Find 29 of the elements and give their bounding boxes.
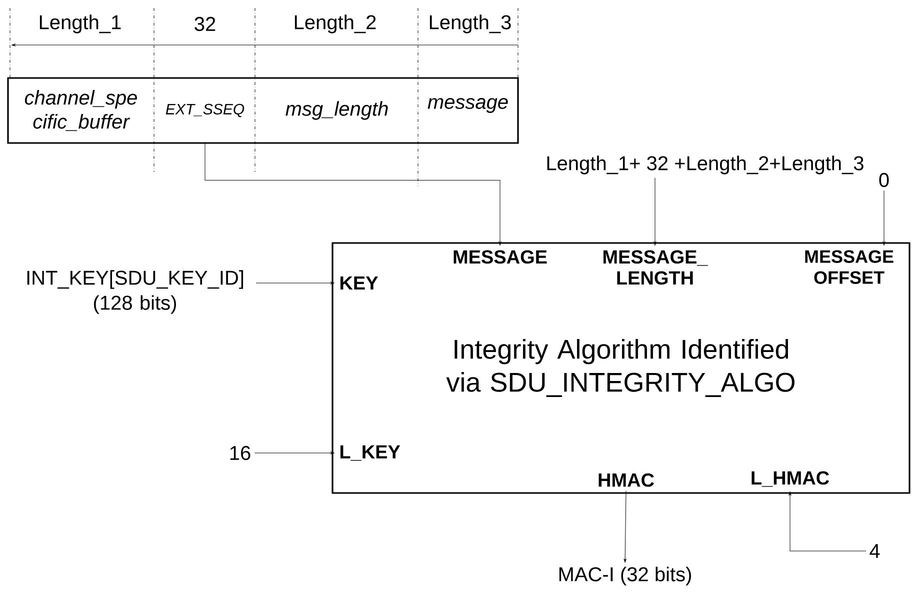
arrow [204, 142, 502, 246]
port-label: KEY [340, 276, 378, 290]
input-label: 0 [879, 172, 889, 188]
buffer-field: message [428, 98, 508, 113]
input-label: INT_KEY[SDU_KEY_ID] (128 bits) [27, 270, 244, 314]
input-label: 4 [870, 544, 880, 558]
arrow [882, 190, 886, 246]
port-label: HMAC [598, 473, 654, 487]
port-label: L_KEY [340, 445, 400, 461]
arrow [788, 492, 866, 552]
output-label: MAC-I (32 bits) [559, 566, 691, 586]
port-label: MESSAGE [454, 250, 547, 264]
arrow [254, 452, 334, 454]
dimension-label: Length_2 [294, 14, 376, 34]
port-label: L_HMAC [752, 471, 830, 487]
input-label: 16 [230, 446, 250, 460]
buffer-box [7, 77, 519, 144]
buffer-field: channel_spe cific_buffer [24, 90, 137, 131]
dimension-label: 32 [194, 16, 216, 32]
buffer-field: msg_length [286, 101, 388, 120]
input-label: Length_1+ 32 +Length_2+Length_3 [547, 156, 864, 174]
port-label: MESSAGE_ LENGTH [603, 250, 708, 285]
arrow [624, 490, 626, 563]
port-label: MESSAGE OFFSET [805, 250, 894, 284]
arrow [256, 282, 334, 284]
buffer-field: EXT_SSEQ [166, 104, 244, 118]
dimension-label: Length_1 [40, 14, 121, 34]
dimension-label: Length_3 [430, 14, 511, 34]
arrow [654, 178, 656, 246]
